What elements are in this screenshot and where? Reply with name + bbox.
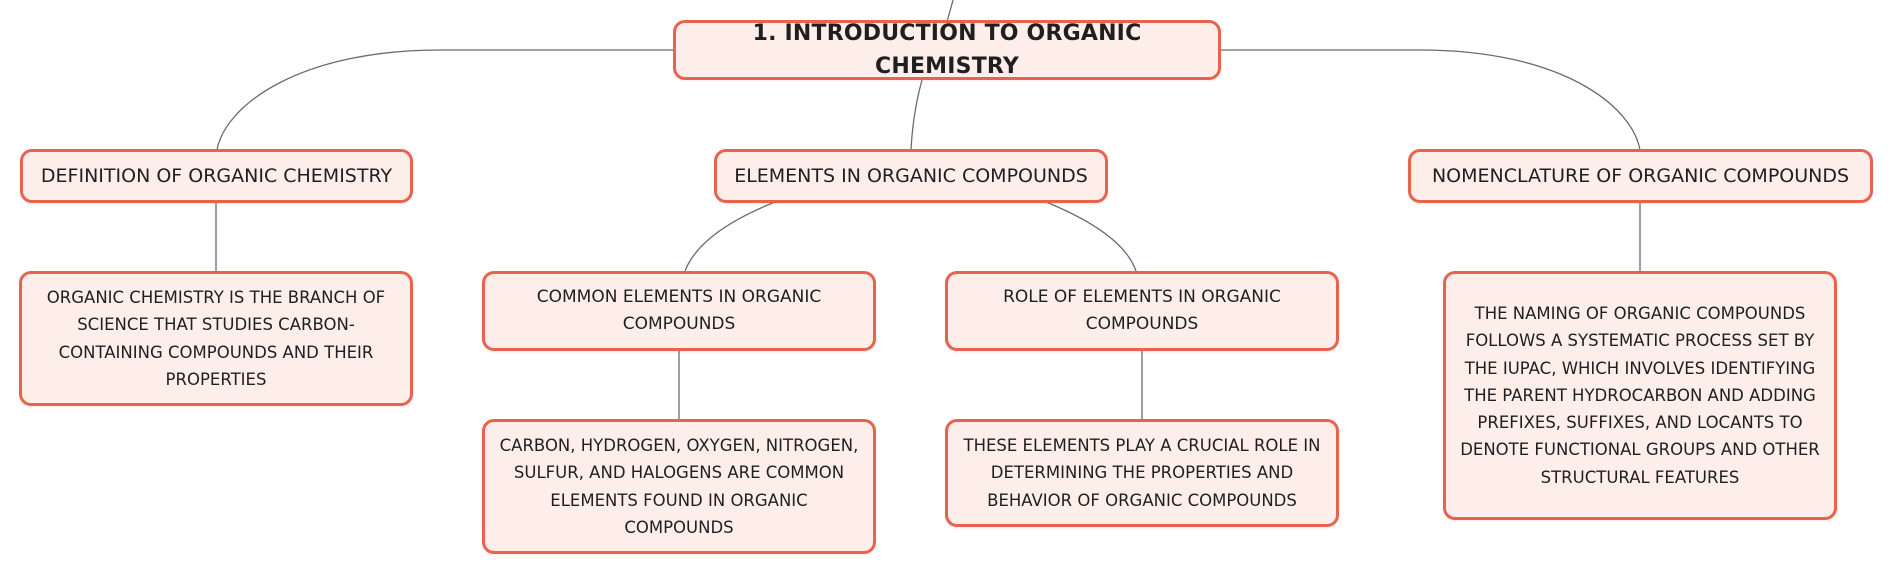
elements-topic-label: ELEMENTS IN ORGANIC COMPOUNDS xyxy=(734,164,1088,187)
root-topic-node[interactable]: 1. INTRODUCTION TO ORGANIC CHEMISTRY xyxy=(673,20,1221,80)
nomenclature-detail-node[interactable]: THE NAMING OF ORGANIC COMPOUNDS FOLLOWS … xyxy=(1443,271,1837,520)
connector-elements-to-common xyxy=(684,201,776,272)
common-elements-label: COMMON ELEMENTS IN ORGANIC COMPOUNDS xyxy=(536,286,822,334)
connector-root-to-elements xyxy=(910,79,923,151)
role-of-elements-detail-node[interactable]: THESE ELEMENTS PLAY A CRUCIAL ROLE IN DE… xyxy=(945,419,1339,527)
definition-topic-node[interactable]: DEFINITION OF ORGANIC CHEMISTRY xyxy=(20,149,413,203)
common-elements-node[interactable]: COMMON ELEMENTS IN ORGANIC COMPOUNDS xyxy=(482,271,876,351)
role-of-elements-node[interactable]: ROLE OF ELEMENTS IN ORGANIC COMPOUNDS xyxy=(945,271,1339,351)
common-elements-detail-text: CARBON, HYDROGEN, OXYGEN, NITROGEN, SULF… xyxy=(499,436,859,537)
connector-root-to-nomenclature xyxy=(1221,49,1641,151)
nomenclature-topic-node[interactable]: NOMENCLATURE OF ORGANIC COMPOUNDS xyxy=(1408,149,1873,203)
nomenclature-topic-label: NOMENCLATURE OF ORGANIC COMPOUNDS xyxy=(1431,164,1850,187)
role-of-elements-label: ROLE OF ELEMENTS IN ORGANIC COMPOUNDS xyxy=(1003,286,1281,334)
root-topic-label: 1. INTRODUCTION TO ORGANIC CHEMISTRY xyxy=(752,21,1142,79)
connector-elements-to-role xyxy=(1045,201,1137,272)
role-of-elements-detail-text: THESE ELEMENTS PLAY A CRUCIAL ROLE IN DE… xyxy=(963,436,1321,510)
definition-detail-node[interactable]: ORGANIC CHEMISTRY IS THE BRANCH OF SCIEN… xyxy=(19,271,413,406)
elements-topic-node[interactable]: ELEMENTS IN ORGANIC COMPOUNDS xyxy=(714,149,1108,203)
common-elements-detail-node[interactable]: CARBON, HYDROGEN, OXYGEN, NITROGEN, SULF… xyxy=(482,419,876,554)
connector-root-to-definition xyxy=(216,49,673,151)
nomenclature-detail-text: THE NAMING OF ORGANIC COMPOUNDS FOLLOWS … xyxy=(1460,304,1820,487)
definition-detail-text: ORGANIC CHEMISTRY IS THE BRANCH OF SCIEN… xyxy=(46,288,386,389)
definition-topic-label: DEFINITION OF ORGANIC CHEMISTRY xyxy=(40,164,393,187)
